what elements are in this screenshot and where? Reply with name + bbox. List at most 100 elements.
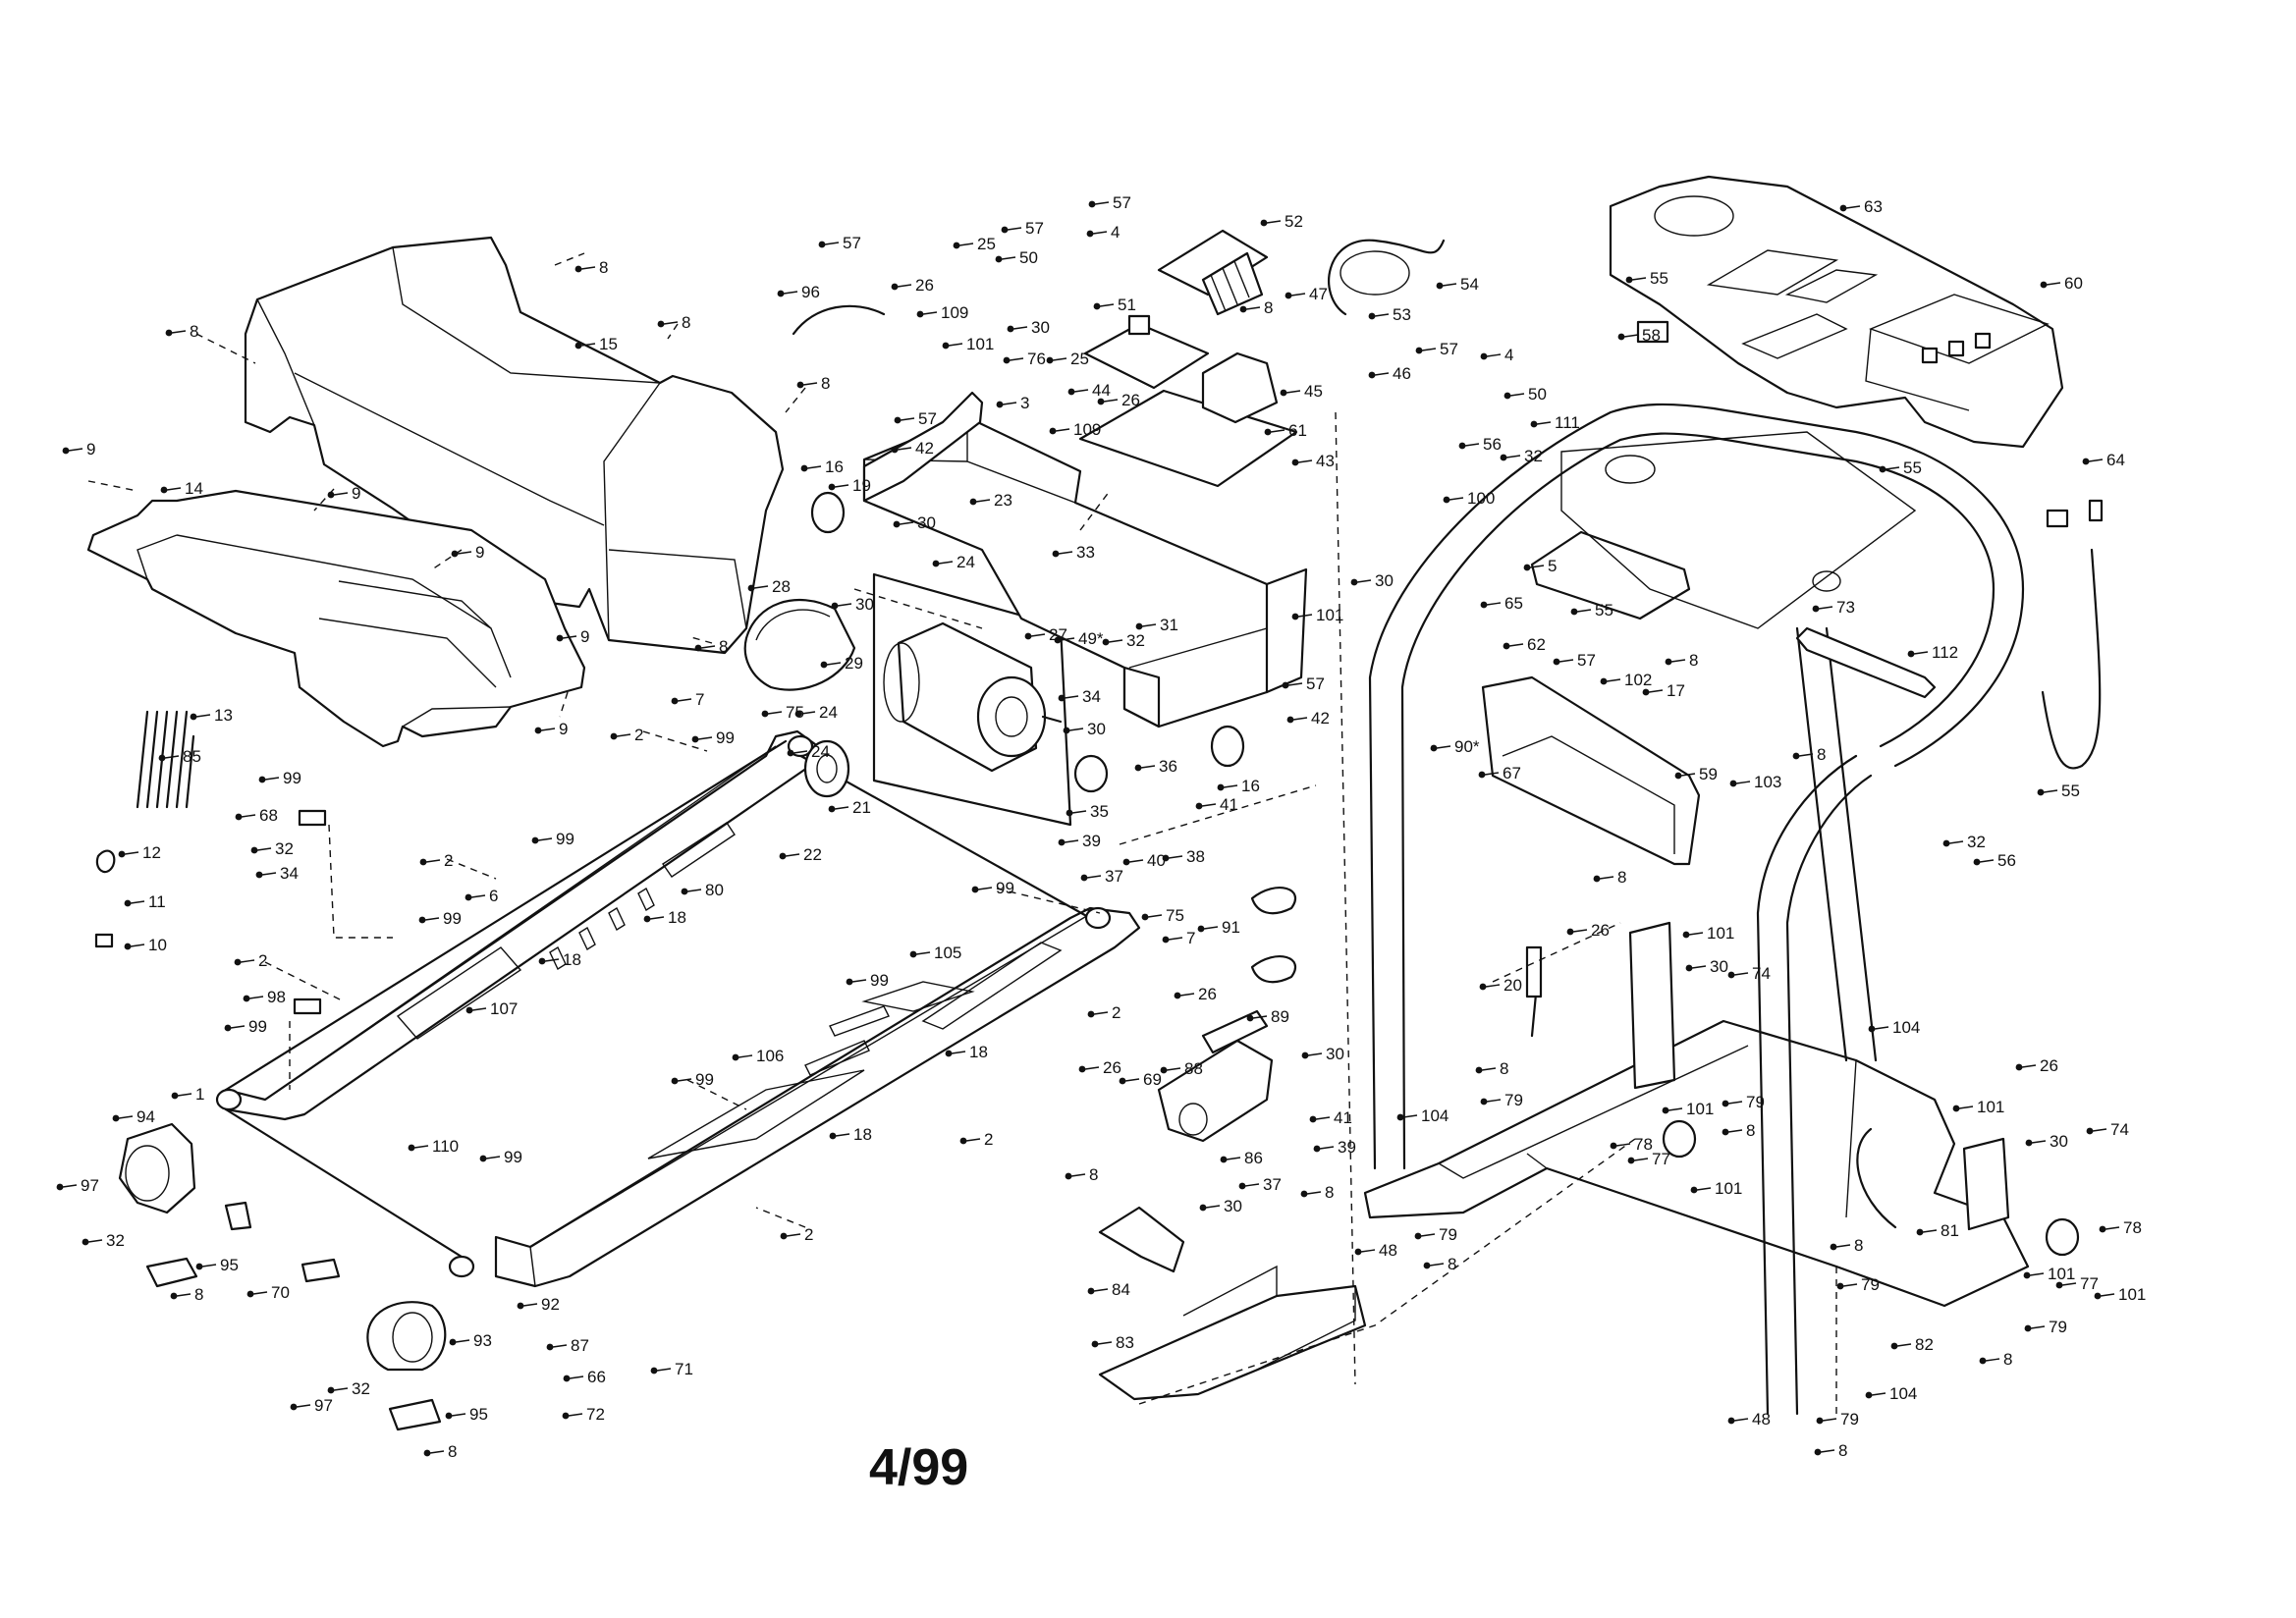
- callout-41: 41: [1334, 1108, 1352, 1127]
- leader-line: [897, 284, 912, 288]
- leader-line: [1529, 565, 1545, 568]
- fastener-dot: [449, 1338, 457, 1346]
- callout-8: 8: [821, 374, 830, 393]
- callout-99: 99: [870, 971, 889, 990]
- leader-line: [1420, 1233, 1436, 1237]
- leader-line: [1012, 326, 1028, 330]
- callout-25: 25: [977, 235, 996, 253]
- leader-line: [296, 1404, 311, 1408]
- leader-line: [977, 887, 993, 890]
- callout-103: 103: [1754, 773, 1781, 791]
- fastener-dot: [1674, 772, 1682, 780]
- leader-line: [1307, 1052, 1323, 1056]
- fastener-dot: [1087, 1287, 1095, 1295]
- callout-8: 8: [599, 258, 608, 277]
- callout-42: 42: [915, 439, 934, 458]
- side-bracket-part-19: [862, 391, 984, 503]
- leader-line: [1168, 937, 1183, 941]
- leader-line: [413, 1145, 429, 1149]
- callout-37: 37: [1105, 867, 1123, 886]
- fastener-dot: [1024, 632, 1032, 640]
- callout-74: 74: [1752, 964, 1771, 983]
- leader-line: [1486, 602, 1502, 606]
- callout-68: 68: [259, 806, 278, 825]
- callout-97: 97: [314, 1396, 333, 1415]
- callout-2: 2: [984, 1130, 993, 1149]
- fastener-dot: [82, 1238, 89, 1246]
- callout-79: 79: [1840, 1410, 1859, 1429]
- callout-104: 104: [1421, 1106, 1449, 1125]
- leader-line: [201, 1264, 217, 1267]
- leader-line: [1103, 399, 1119, 403]
- leader-line: [1985, 1358, 2000, 1362]
- fastener-dot: [777, 290, 785, 297]
- callout-8: 8: [448, 1442, 457, 1461]
- fastener-dot: [1430, 744, 1438, 752]
- callout-41: 41: [1220, 795, 1238, 814]
- fastener-dot: [165, 329, 173, 337]
- leader-line: [451, 1413, 466, 1417]
- fastener-dot: [1814, 1448, 1822, 1456]
- callout-88: 88: [1184, 1059, 1203, 1078]
- leader-line: [2031, 1140, 2047, 1144]
- leader-line: [1244, 1183, 1260, 1187]
- callout-26: 26: [2040, 1056, 2058, 1075]
- fastener-dot: [327, 1386, 335, 1394]
- callout-6: 6: [489, 887, 498, 905]
- leader-line: [1505, 455, 1521, 458]
- leader-line: [425, 859, 441, 863]
- fastener-dot: [2094, 1292, 2102, 1300]
- callout-26: 26: [1121, 391, 1140, 409]
- leader-line: [616, 733, 631, 737]
- fastener-dot: [2082, 458, 2090, 465]
- fastener-dot: [891, 446, 899, 454]
- fastener-dot: [1065, 1172, 1072, 1180]
- leader-line: [130, 900, 145, 904]
- callout-104: 104: [1892, 1018, 1920, 1037]
- fastener-dot: [818, 241, 826, 248]
- leader-line: [835, 1133, 850, 1137]
- fastener-dot: [1368, 312, 1376, 320]
- leader-line: [118, 1115, 134, 1119]
- fastener-dot: [1286, 716, 1294, 724]
- callout-2: 2: [634, 726, 643, 744]
- leader-line: [1290, 293, 1306, 297]
- callout-30: 30: [1031, 318, 1050, 337]
- left-rail-part-6: [224, 729, 817, 1121]
- leader-line: [2029, 1272, 2045, 1276]
- fastener-dot: [1553, 658, 1560, 666]
- fastener-dot: [1291, 613, 1299, 620]
- fastener-dot: [1979, 1357, 1987, 1365]
- fastener-dot: [1350, 578, 1358, 586]
- fastener-dot: [171, 1092, 179, 1100]
- fastener-dot: [1600, 677, 1608, 685]
- leader-line: [1922, 1229, 1938, 1233]
- callout-84: 84: [1112, 1280, 1130, 1299]
- leader-line: [1896, 1343, 1912, 1347]
- callout-77: 77: [1652, 1150, 1670, 1168]
- callout-79: 79: [1504, 1091, 1523, 1109]
- wire-harness-part-91: [1250, 887, 1297, 984]
- leader-line: [1108, 639, 1123, 643]
- fastener-dot: [1682, 931, 1690, 939]
- leader-line: [677, 698, 692, 702]
- fastener-dot: [574, 342, 582, 350]
- leader-line: [1822, 1418, 1837, 1422]
- motor-frame-part-3: [862, 415, 1308, 728]
- callout-56: 56: [1997, 851, 2016, 870]
- callout-24: 24: [957, 553, 975, 571]
- leader-line: [1356, 579, 1372, 583]
- fastener-dot: [517, 1302, 524, 1310]
- leader-line: [1287, 682, 1303, 686]
- callout-16: 16: [1241, 777, 1260, 795]
- console-part-60: [1609, 175, 2064, 449]
- leader-line: [1576, 609, 1592, 613]
- leader-line: [1306, 1191, 1322, 1195]
- leader-line: [663, 321, 679, 325]
- fastener-dot: [290, 1403, 298, 1411]
- leader-line: [87, 1239, 103, 1243]
- leader-line: [1631, 277, 1647, 281]
- callout-58: 58: [1642, 326, 1661, 345]
- leader-line: [1030, 633, 1046, 637]
- leader-line: [1093, 1011, 1109, 1015]
